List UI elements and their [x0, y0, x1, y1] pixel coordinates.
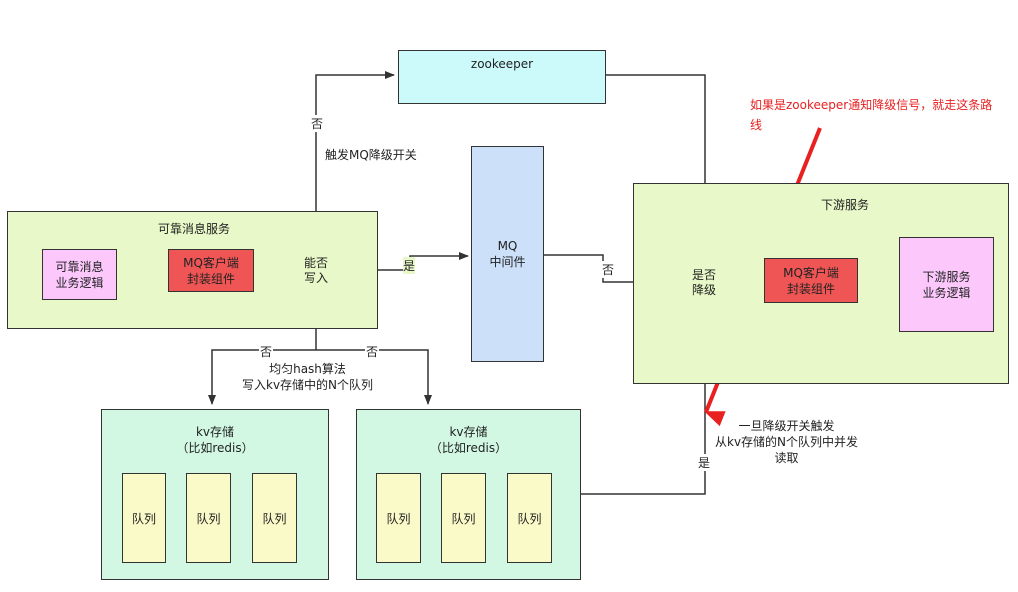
queue-left-3: 队列: [252, 473, 297, 563]
queue-right-3: 队列: [507, 473, 552, 563]
label-yes-to-mq: 是: [403, 257, 416, 274]
edge-split-left: [208, 349, 316, 405]
reliable-mq-client: MQ客户端 封装组件: [168, 249, 254, 292]
label-trigger-switch: 触发MQ降级开关: [325, 148, 417, 162]
label-no-left: 否: [259, 343, 274, 360]
queue-right-1: 队列: [376, 473, 421, 563]
queue-left-2: 队列: [186, 473, 231, 563]
label-hash-algorithm: 均匀hash算法 写入kv存储中的N个队列: [242, 362, 374, 392]
zookeeper-label: zookeeper: [470, 57, 534, 71]
zookeeper-node: zookeeper: [398, 50, 606, 104]
reliable-business-logic: 可靠消息 业务逻辑: [42, 249, 117, 300]
label-no-top: 否: [310, 115, 325, 132]
annotation-text: 如果是zookeeper通知降级信号，就走这条路 线: [750, 98, 993, 132]
label-no-from-mq: 否: [602, 261, 615, 278]
downstream-business-logic: 下游服务 业务逻辑: [899, 237, 994, 332]
downstream-service-title: 下游服务: [821, 198, 870, 212]
label-yes-bottom: 是: [697, 454, 712, 471]
edge-split-right: [316, 349, 432, 405]
queue-left-1: 队列: [122, 473, 166, 563]
mq-middleware: MQ 中间件: [471, 146, 544, 362]
label-concurrent-read: 一旦降级开关触发 从kv存储的N个队列中并发 读取: [715, 419, 859, 465]
can-write-decision-label: 能否 写入: [303, 256, 328, 285]
queue-right-2: 队列: [441, 473, 486, 563]
downstream-mq-client: MQ客户端 封装组件: [764, 258, 858, 303]
edge-decision-to-zookeeper: [315, 71, 395, 248]
degrade-decision-label: 是否 降级: [691, 268, 716, 297]
reliable-service-title: 可靠消息服务: [158, 222, 231, 236]
label-no-right: 否: [365, 343, 380, 360]
kv-right-title: kv存储 （比如redis）: [429, 425, 508, 455]
kv-left-title: kv存储 （比如redis）: [176, 425, 254, 455]
